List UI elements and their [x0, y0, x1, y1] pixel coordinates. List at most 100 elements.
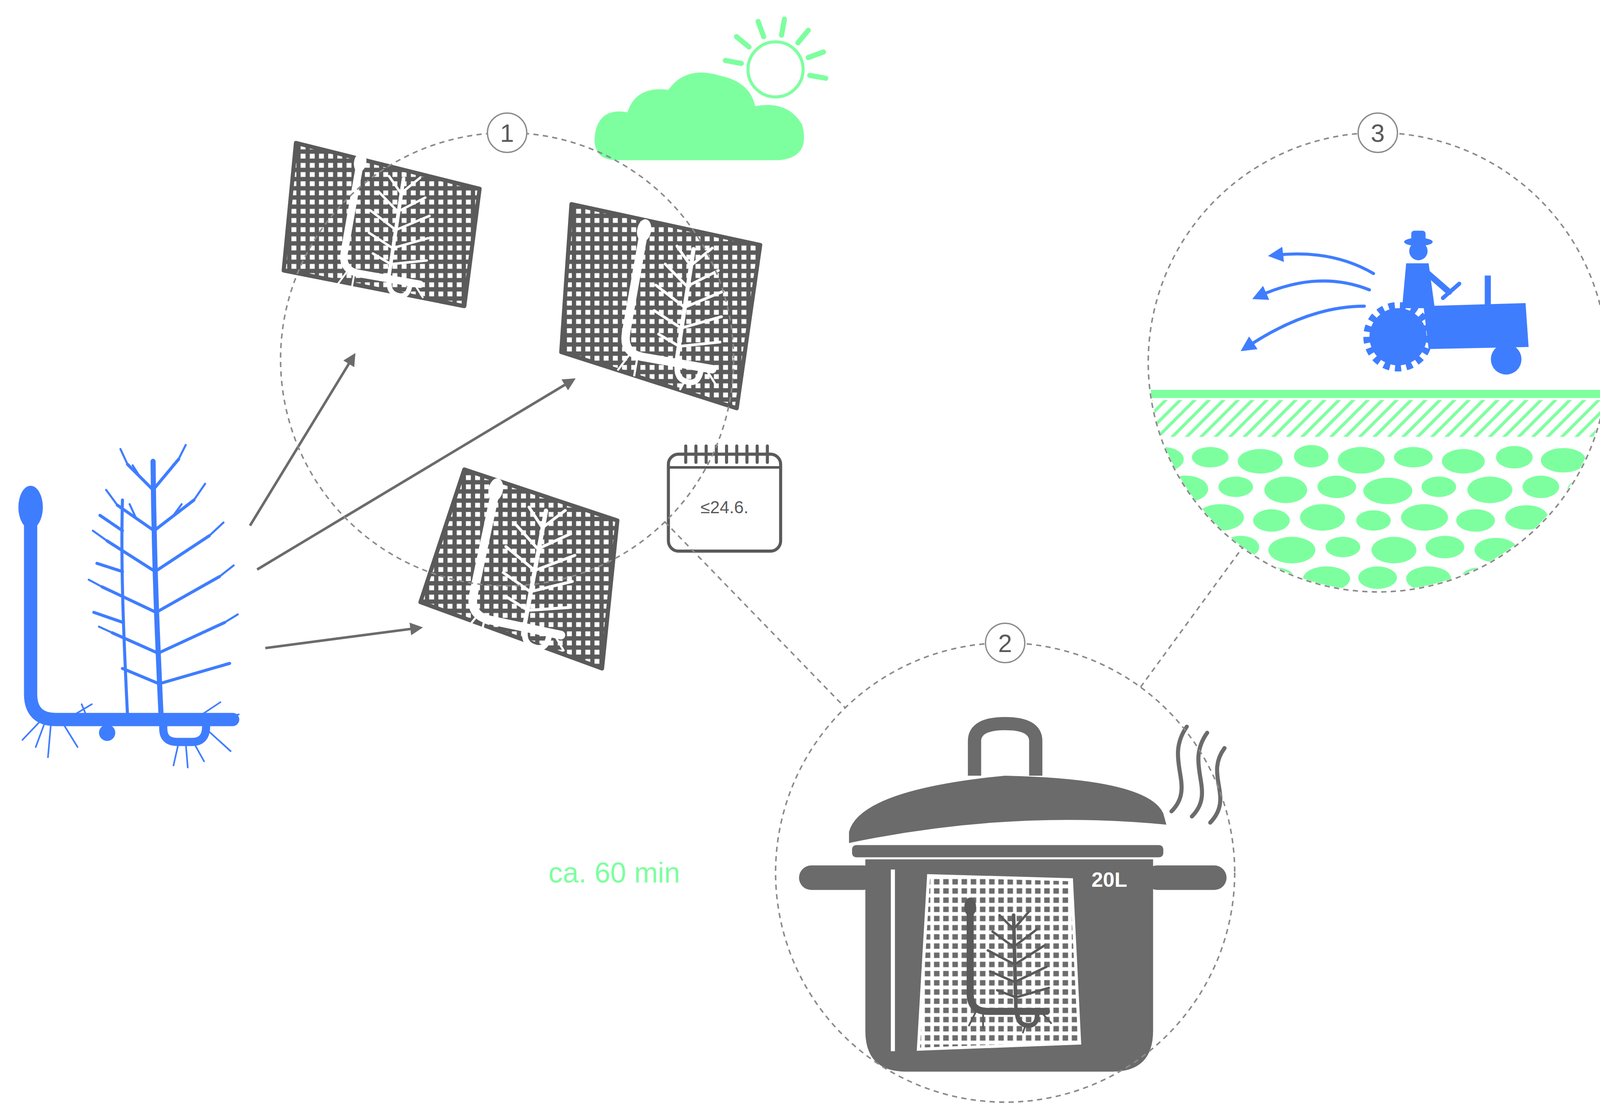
stone	[1495, 445, 1533, 469]
stone	[1456, 509, 1495, 532]
driver-hat	[1411, 230, 1426, 242]
stone	[1507, 566, 1550, 591]
sun-disc	[747, 41, 803, 97]
pot-rim	[852, 844, 1164, 857]
stone	[1325, 536, 1361, 558]
asparagus-tip	[18, 485, 43, 529]
stone	[1168, 536, 1212, 562]
stone	[1237, 449, 1283, 474]
tractor	[1367, 230, 1529, 375]
stone	[1253, 509, 1291, 532]
calendar-page	[668, 453, 781, 551]
stone	[1406, 566, 1452, 591]
stone	[1257, 567, 1294, 588]
stone	[1197, 504, 1245, 531]
cooking-pot	[798, 723, 1227, 1072]
pot-highlight	[891, 869, 895, 1051]
stone	[1191, 447, 1229, 468]
stone	[1505, 504, 1549, 530]
tractor-rear-wheel-tread	[1367, 306, 1429, 368]
dashed-circle	[775, 642, 1235, 1102]
stone	[1358, 566, 1398, 589]
annotation-label: ≤24.6.	[700, 498, 749, 516]
stone	[1467, 476, 1513, 503]
stone	[1558, 509, 1595, 532]
step-circle: 3	[1148, 132, 1600, 592]
stone	[1218, 476, 1253, 497]
stone	[1202, 565, 1248, 591]
sack-mesh	[561, 204, 761, 409]
stone	[1567, 477, 1600, 503]
stone	[1363, 477, 1412, 505]
step-outline	[775, 642, 1235, 1102]
stone	[1264, 476, 1308, 503]
pot-sack-plant	[964, 897, 1052, 1033]
arrow-line	[249, 354, 355, 526]
calendar-icon	[668, 445, 781, 551]
tractor-rear-wheel	[1369, 308, 1427, 366]
pot-sack	[918, 875, 1080, 1049]
step-outline	[280, 132, 734, 586]
tractor-exhaust	[1484, 275, 1491, 307]
stone	[1268, 536, 1316, 564]
pot-body	[865, 859, 1154, 1072]
sack-plant	[456, 476, 596, 662]
stone	[1337, 447, 1385, 474]
step-circle: 1	[280, 132, 734, 586]
callout-number: 2	[998, 628, 1013, 658]
asparagus-spear	[30, 515, 233, 720]
tractor-hood	[1423, 303, 1529, 349]
callout-number: 3	[1370, 118, 1385, 148]
dashed-connector	[664, 521, 846, 708]
burlap-sack	[283, 142, 480, 307]
sack-plant	[611, 217, 742, 395]
annotation-label: ca. 60 min	[548, 858, 681, 887]
steering-wheel	[1443, 283, 1460, 298]
calendar-bar	[668, 466, 781, 469]
burlap-sack	[420, 469, 618, 669]
sun-rays	[725, 19, 826, 79]
callout-badge: 3	[1357, 112, 1399, 154]
burlap-sack	[561, 204, 761, 409]
pot-lid-knob	[974, 723, 1036, 776]
sack-plant	[331, 151, 446, 307]
stone	[1293, 444, 1329, 468]
stone	[1143, 447, 1184, 472]
stone	[1149, 507, 1189, 532]
callout-badge: 1	[486, 112, 528, 154]
fern-twigs	[88, 444, 238, 633]
pot-handle	[798, 865, 876, 891]
dashed-connector	[1140, 547, 1243, 687]
callout-number: 1	[500, 118, 515, 148]
tractor-front-wheel	[1491, 343, 1522, 375]
ground-line	[1132, 389, 1600, 399]
asparagus-plant	[22, 444, 239, 768]
spreading-arrows	[1246, 253, 1374, 347]
stone	[1425, 535, 1465, 559]
spread-arrow	[1259, 281, 1370, 297]
stone	[1317, 475, 1357, 499]
cloud-icon	[594, 72, 804, 161]
stone	[1421, 476, 1457, 497]
stone	[1393, 447, 1433, 468]
spread-arrow	[1275, 253, 1374, 274]
sack-mesh	[420, 469, 618, 669]
driver-body	[1401, 263, 1435, 309]
pot-handle	[1144, 865, 1227, 891]
fern-stem	[121, 500, 128, 717]
stone	[1163, 475, 1209, 502]
stone	[1302, 566, 1351, 591]
stone	[1528, 535, 1566, 559]
dashed-circle	[280, 132, 734, 586]
stone	[1441, 449, 1485, 474]
stone	[1540, 447, 1586, 473]
callout-badge: 2	[984, 622, 1026, 664]
topsoil-hatch	[1132, 399, 1600, 437]
field-scene	[1132, 230, 1600, 591]
fern-branches	[93, 459, 230, 684]
stone	[1371, 536, 1417, 564]
sack-mesh	[283, 142, 480, 307]
step-circle: 2	[775, 642, 1235, 1102]
